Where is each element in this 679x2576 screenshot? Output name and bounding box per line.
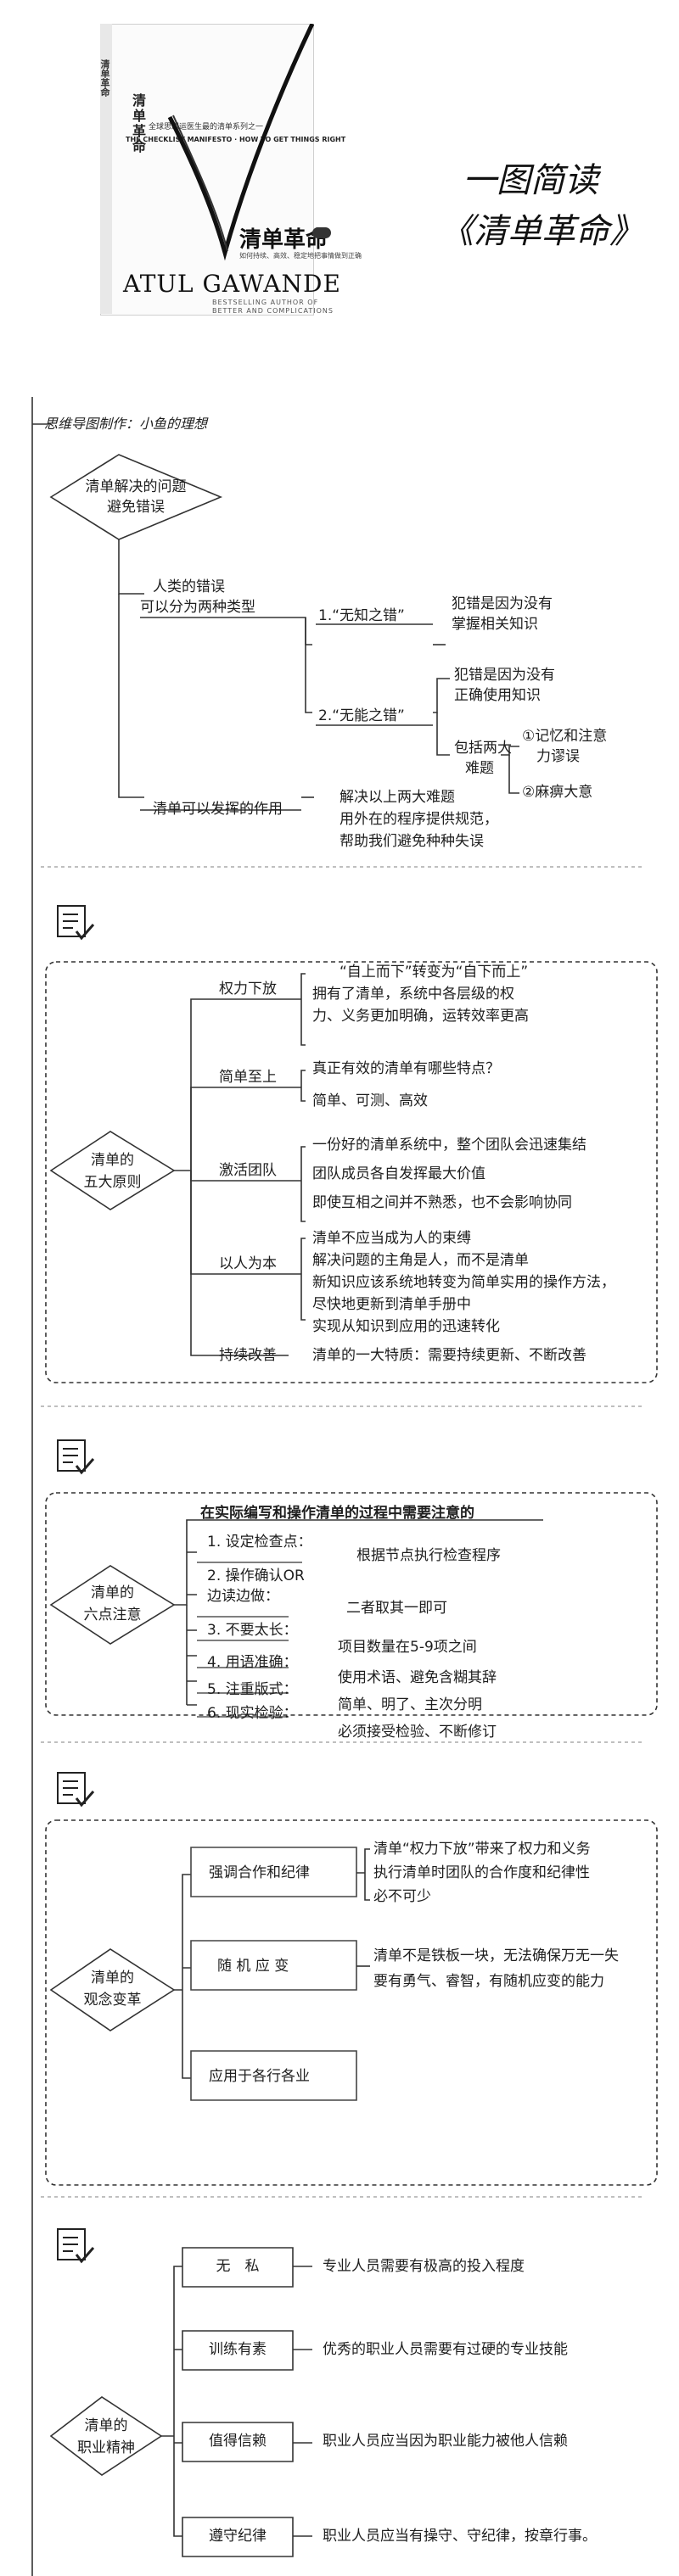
s1-err1-label: 1.“无知之错” [318,607,405,624]
scroll-check-icon [57,1772,95,1808]
s3-item-2-label-1: 2. 操作确认OR [207,1567,305,1584]
s2-node-power-l3: 力、义务更加明确，运转效率更高 [312,1008,529,1025]
book-cover [100,24,314,316]
s4-node-cooperate: 强调合作和纪律 [209,1864,310,1881]
s3-item-5-label: 5. 注重版式： [207,1681,298,1698]
s1-branch-b-desc-1: 解决以上两大难题 [340,789,455,806]
s2-node-human-l4: 尽快地更新到清单手册中 [312,1296,471,1313]
s3-item-5-desc: 简单、明了、主次分明 [338,1696,482,1713]
s2-node-human-l1: 清单不应当成为人的束缚 [312,1230,471,1247]
s2-node-power: 权力下放 [219,981,277,997]
s5-root-line1: 清单的 [84,2417,128,2434]
s1-err1-desc-1: 犯错是因为没有 [452,595,553,612]
s3-item-6-desc: 必须接受检验、不断修订 [338,1724,497,1741]
s4-root-line2: 观念变革 [83,1992,142,2009]
badge-icon [312,227,331,238]
s3-item-1-desc: 根据节点执行检查程序 [356,1547,501,1564]
s1-difficulty-item-2: ②麻痹大意 [522,784,593,801]
s4-node-cooperate-l3: 必不可少 [373,1888,431,1905]
cover-blurb-2: BETTER AND COMPLICATIONS [212,307,334,315]
checkmark-icon [167,24,314,261]
s4-root-line1: 清单的 [91,1970,134,1986]
s2-node-human-l3: 新知识应该系统地转变为简单实用的操作方法， [312,1274,615,1291]
s3-item-2-desc: 二者取其一即可 [346,1600,447,1617]
scroll-check-icon [57,1439,95,1475]
scroll-check-icon [57,905,95,941]
headline-1: 一图简读 [463,161,598,200]
s1-branch-b: 清单可以发挥的作用 [153,801,283,818]
cover-series: 全球思想运医生最的清单系列之一 [149,123,264,131]
headline-2: 《清单革命》 [440,212,643,251]
s1-difficulty-2: 难题 [465,760,494,777]
s5-node-selfless-desc: 专业人员需要有极高的投入程度 [323,2258,525,2275]
s3-root-line2: 六点注意 [83,1607,142,1623]
s5-node-trained-desc: 优秀的职业人员需要有过硬的专业技能 [323,2341,568,2358]
s2-node-team-l3: 即使互相之间并不熟悉，也不会影响协同 [312,1194,572,1211]
s3-item-4-label: 4. 用语准确： [207,1654,298,1671]
s1-difficulty-1: 包括两大 [454,740,512,757]
s1-difficulty-item-1: ①记忆和注意 [522,728,608,745]
s4-node-adapt-l2: 要有勇气、睿智，有随机应变的能力 [373,1973,604,1990]
s5-node-trusted: 值得信赖 [209,2433,267,2450]
spine-title: 清单革命 [99,59,110,97]
s5-node-discipline-desc: 职业人员应当有操守、守纪律，按章行事。 [323,2528,597,2545]
s4-node-adapt: 随 机 应 变 [217,1958,289,1975]
cover-english-title: THE CHECKLIST MANIFESTO · HOW TO GET THI… [126,136,346,143]
cover-author: ATUL GAWANDE [123,270,341,298]
s3-item-3-label: 3. 不要太长： [207,1622,298,1639]
scroll-check-icon [57,2228,95,2264]
s2-node-improve: 持续改善 [219,1347,277,1364]
s5-node-trusted-desc: 职业人员应当因为职业能力被他人信赖 [323,2433,568,2450]
s4-node-cooperate-l2: 执行清单时团队的合作度和纪律性 [373,1864,590,1881]
cover-vertical-title: 清单革命 [130,93,146,154]
s4-node-adapt-l1: 清单不是铁板一块，无法确保万无一失 [373,1947,619,1964]
s3-root-line1: 清单的 [91,1584,134,1601]
s2-node-human: 以人为本 [219,1255,277,1272]
s1-err1-desc-2: 掌握相关知识 [452,616,538,633]
s1-root-line1: 清单解决的问题 [85,478,187,495]
s5-node-trained: 训练有素 [209,2341,267,2358]
book-spine [100,24,112,314]
s5-root-line2: 职业精神 [77,2439,135,2456]
s1-err2-desc-2: 正确使用知识 [454,687,541,704]
s4-node-industries: 应用于各行各业 [209,2068,310,2085]
s1-branch-b-desc-3: 帮助我们避免种种失误 [340,833,484,850]
cover-subtitle: 如何持续、高效、稳定地把事情做到正确 [239,252,362,260]
s5-node-selfless: 无 私 [216,2258,260,2275]
s1-branch-b-desc-2: 用外在的程序提供规范， [340,811,498,828]
s3-item-1-label: 1. 设定检查点： [207,1534,312,1551]
s2-node-human-l5: 实现从知识到应用的迅速转化 [312,1318,500,1335]
s2-node-simple-l1: 真正有效的清单有哪些特点？ [312,1060,500,1077]
s5-node-discipline: 遵守纪律 [209,2528,267,2545]
s3-heading: 在实际编写和操作清单的过程中需要注意的 [200,1505,474,1522]
s2-node-team-l1: 一份好的清单系统中，整个团队会迅速集结 [312,1137,586,1154]
s4-node-cooperate-l1: 清单“权力下放”带来了权力和义务 [373,1841,591,1858]
credit-text: 思维导图制作：小鱼的理想 [44,416,208,432]
s2-node-power-l2: 拥有了清单，系统中各层级的权 [312,986,514,1003]
s2-node-simple: 简单至上 [219,1069,277,1086]
cover-blurb-1: BESTSELLING AUTHOR OF [212,299,319,306]
s3-item-6-label: 6. 现实检验： [207,1705,298,1722]
s3-item-4-desc: 使用术语、避免含糊其辞 [338,1669,497,1686]
s2-node-human-l2: 解决问题的主角是人，而不是清单 [312,1252,529,1269]
s2-root-line1: 清单的 [91,1152,134,1169]
s1-err2-label: 2.“无能之错” [318,707,405,724]
s1-root-line2: 避免错误 [107,499,165,516]
s3-item-3-desc: 项目数量在5-9项之间 [338,1639,477,1656]
s1-err2-desc-1: 犯错是因为没有 [454,667,555,684]
s2-node-power-l1: “自上而下”转变为“自下而上” [340,964,529,981]
s2-node-simple-l2: 简单、可测、高效 [312,1092,428,1109]
s2-root-line2: 五大原则 [83,1174,142,1191]
s2-node-team: 激活团队 [219,1162,277,1179]
s1-branch-a-line2: 可以分为两种类型 [140,599,255,616]
s1-difficulty-item-1b: 力谬误 [536,748,580,765]
s1-branch-a-line1: 人类的错误 [153,578,225,595]
s2-node-improve-l1: 清单的一大特质：需要持续更新、不断改善 [312,1347,586,1364]
s3-item-2-label-2: 边读边做： [207,1588,279,1605]
s2-node-team-l2: 团队成员各自发挥最大价值 [312,1165,485,1182]
